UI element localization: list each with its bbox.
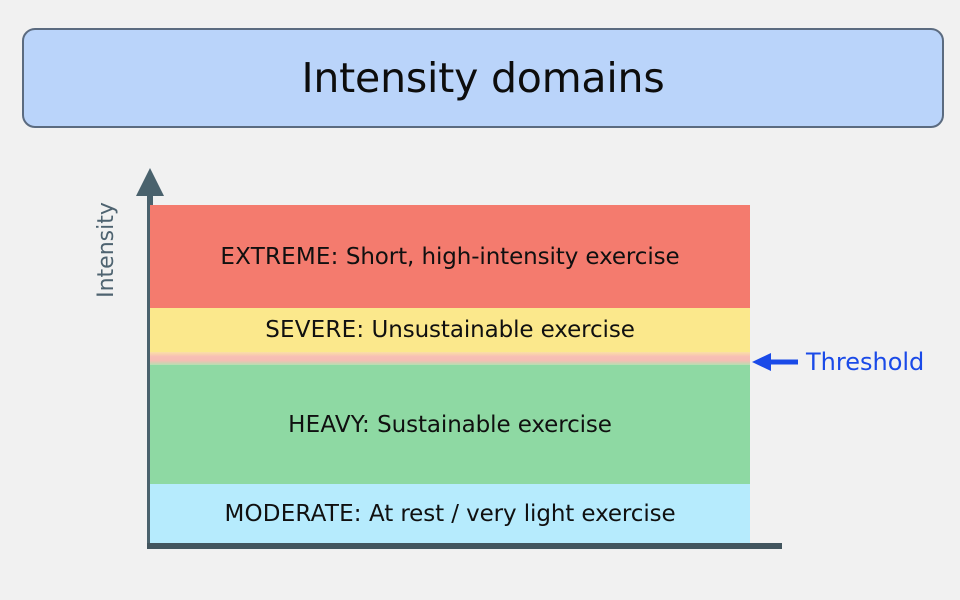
x-axis-line <box>147 543 782 549</box>
threshold-label: Threshold <box>806 348 925 376</box>
band-heavy-label-name: HEAVY: <box>288 411 370 438</box>
band-moderate-label-desc: At rest / very light exercise <box>361 500 676 527</box>
band-extreme: EXTREME: Short, high-intensity exercise <box>150 205 750 308</box>
page-title: Intensity domains <box>301 53 665 102</box>
band-heavy-label-desc: Sustainable exercise <box>369 411 612 438</box>
band-moderate-label: MODERATE: At rest / very light exercise <box>224 501 675 527</box>
band-heavy: HEAVY: Sustainable exercise <box>150 365 750 484</box>
threshold-arrow-icon <box>752 353 798 371</box>
y-axis-arrow-icon <box>136 168 164 196</box>
band-heavy-label: HEAVY: Sustainable exercise <box>288 412 612 438</box>
title-banner: Intensity domains <box>22 28 944 128</box>
band-threshold <box>150 352 750 365</box>
threshold-annotation: Threshold <box>752 347 924 377</box>
band-moderate-label-name: MODERATE: <box>224 500 362 527</box>
intensity-band-stack: EXTREME: Short, high-intensity exercise … <box>150 205 750 543</box>
band-moderate: MODERATE: At rest / very light exercise <box>150 484 750 543</box>
band-severe: SEVERE: Unsustainable exercise <box>150 308 750 352</box>
band-severe-label-desc: Unsustainable exercise <box>364 317 635 343</box>
band-extreme-label-name: EXTREME: <box>220 243 339 270</box>
band-extreme-label: EXTREME: Short, high-intensity exercise <box>220 244 679 270</box>
band-severe-label-name: SEVERE: <box>265 317 365 343</box>
band-extreme-label-desc: Short, high-intensity exercise <box>338 243 680 270</box>
band-severe-label: SEVERE: Unsustainable exercise <box>265 317 635 343</box>
